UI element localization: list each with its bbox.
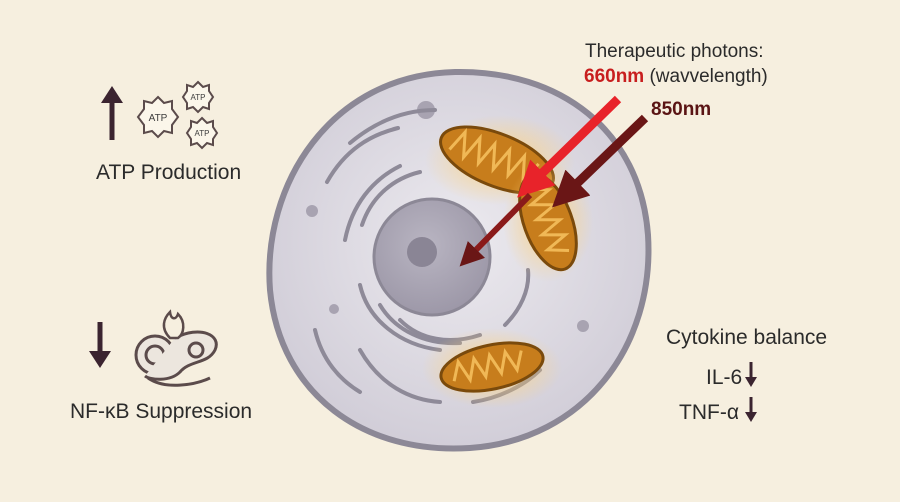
inflamed-cell-icon bbox=[134, 330, 218, 387]
vesicle bbox=[306, 205, 318, 217]
vesicle bbox=[329, 304, 339, 314]
tnf-down-arrow-icon bbox=[745, 397, 757, 422]
cytokine-il6: IL-6 bbox=[706, 366, 743, 389]
atp-gear-icon: ATP bbox=[136, 95, 180, 139]
atp-gear-icon: ATP bbox=[185, 116, 219, 150]
atp-badge-text: ATP bbox=[195, 129, 210, 138]
nfkb-suppression-label: NF-κB Suppression bbox=[70, 400, 253, 423]
wavelength-660-line: 660nm (wavvelength) bbox=[584, 66, 768, 88]
photon-arrow-660nm-inner bbox=[459, 192, 533, 267]
atp-production-label: ATP Production bbox=[96, 161, 242, 184]
wavelength-660: 660nm bbox=[584, 66, 645, 87]
photon-arrow-660nm bbox=[517, 95, 622, 198]
nucleolus bbox=[407, 237, 437, 267]
cytokine-balance-title: Cytokine balance bbox=[666, 326, 828, 349]
mitochondrion bbox=[439, 341, 545, 393]
endoplasmic-reticulum bbox=[313, 108, 542, 404]
il6-down-arrow-icon bbox=[745, 362, 757, 387]
photons-title: Therapeutic photons: bbox=[585, 41, 764, 62]
photon-arrow-850nm bbox=[552, 114, 649, 208]
atp-badge-text: ATP bbox=[149, 113, 168, 124]
atp-gear-icon: ATP bbox=[181, 80, 215, 114]
atp-badge-text: ATP bbox=[191, 93, 206, 102]
vesicle bbox=[577, 320, 589, 332]
down-arrow-icon bbox=[89, 322, 111, 368]
cytokine-tnf-alpha: TNF-α bbox=[679, 401, 739, 424]
wavelength-850: 850nm bbox=[651, 99, 712, 120]
flame-icon bbox=[162, 309, 185, 340]
wavelength-660-note: (wavvelength) bbox=[644, 66, 768, 87]
up-arrow-icon bbox=[101, 86, 123, 140]
